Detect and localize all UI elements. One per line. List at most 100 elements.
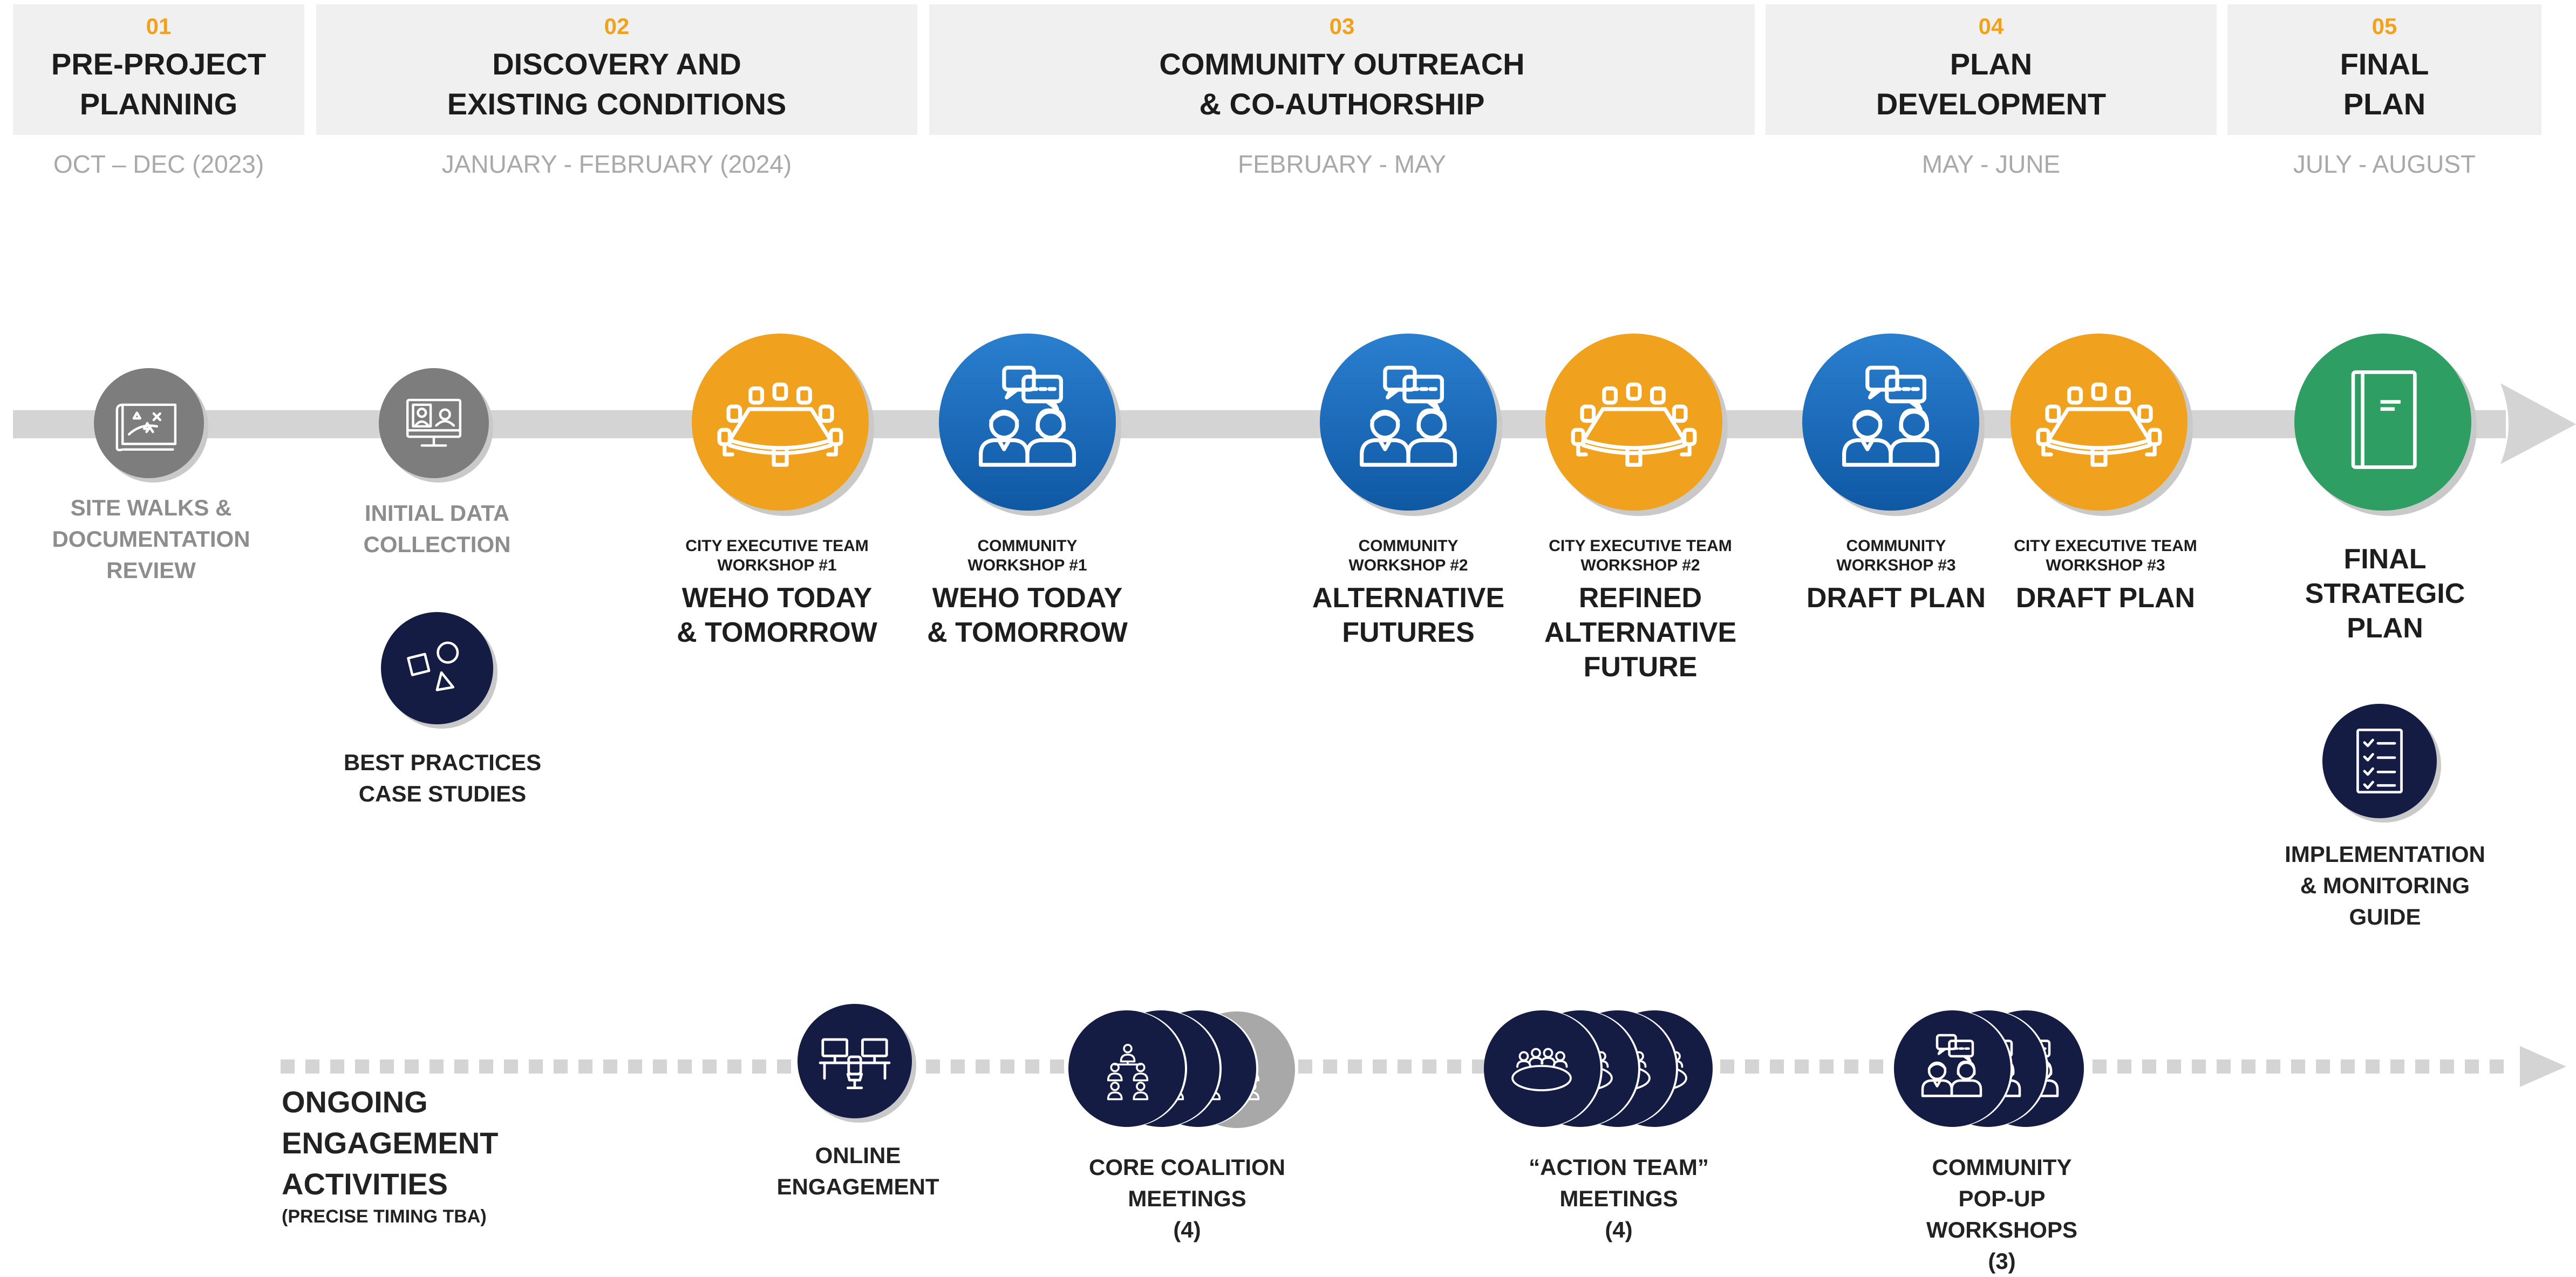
label-line: CASE STUDIES bbox=[358, 781, 527, 806]
label-line: COLLECTION bbox=[363, 532, 511, 557]
phase-header-03: 03 COMMUNITY OUTREACH & CO-AUTHORSHIP bbox=[929, 4, 1755, 135]
label-line: DOCUMENTATION bbox=[52, 526, 250, 552]
popup-workshops-label: COMMUNITY POP-UP WORKSHOPS (3) bbox=[1862, 1152, 2142, 1277]
phase-dates-03: FEBRUARY - MAY bbox=[1238, 150, 1446, 178]
phase-dates-01: OCT – DEC (2023) bbox=[53, 150, 264, 178]
meeting-table-icon bbox=[1484, 1010, 1715, 1127]
label-line: WEHO TODAY bbox=[682, 582, 873, 614]
label-line: WORKSHOP #2 bbox=[1348, 556, 1468, 574]
phase-number: 03 bbox=[1329, 13, 1355, 39]
label-line: MEETINGS bbox=[1128, 1186, 1246, 1211]
implementation-guide-label: IMPLEMENTATION & MONITORING GUIDE bbox=[2245, 839, 2525, 933]
final-plan-label: FINAL STRATEGIC PLAN bbox=[2250, 542, 2520, 646]
computers-icon bbox=[798, 1004, 916, 1123]
label-line: FUTURES bbox=[1342, 617, 1475, 648]
label-line: FUTURE bbox=[1583, 651, 1698, 683]
phase-number: 02 bbox=[604, 13, 630, 39]
label-line: POP-UP bbox=[1958, 1186, 2046, 1211]
phase-number: 01 bbox=[146, 13, 172, 39]
cw2-label: COMMUNITY WORKSHOP #2 ALTERNATIVE FUTURE… bbox=[1273, 536, 1543, 650]
cet1-label: CITY EXECUTIVE TEAM WORKSHOP #1 WEHO TOD… bbox=[642, 536, 912, 650]
label-line: INITIAL DATA bbox=[364, 500, 510, 526]
label-line: COMMUNITY bbox=[977, 537, 1078, 555]
label-line: “ACTION TEAM” bbox=[1529, 1154, 1709, 1180]
label-line: BEST PRACTICES bbox=[343, 750, 542, 775]
group-hierarchy-icon bbox=[1068, 1010, 1295, 1128]
label-line: COMMUNITY bbox=[1358, 537, 1459, 555]
label-line: & TOMORROW bbox=[677, 617, 877, 648]
phase-title-line1: COMMUNITY OUTREACH bbox=[1159, 47, 1525, 81]
phase-title-line1: PRE-PROJECT bbox=[51, 47, 267, 81]
phase-title-line2: PLAN bbox=[2343, 87, 2426, 121]
cet3-label: CITY EXECUTIVE TEAM WORKSHOP #3 DRAFT PL… bbox=[1971, 536, 2240, 615]
label-line: WORKSHOP #3 bbox=[2046, 556, 2165, 574]
label-line: WORKSHOPS bbox=[1926, 1217, 2077, 1242]
phase-title-line1: PLAN bbox=[1950, 47, 2033, 81]
label-line: WORKSHOP #1 bbox=[717, 556, 837, 574]
phase-title-line1: FINAL bbox=[2340, 47, 2429, 81]
initial-data-label: INITIAL DATA COLLECTION bbox=[302, 498, 572, 560]
map-icon bbox=[94, 368, 208, 483]
people-chat-icon bbox=[1802, 334, 1985, 516]
label-line: ENGAGEMENT bbox=[776, 1174, 939, 1199]
label-line: GUIDE bbox=[2349, 904, 2421, 929]
label-line: WEHO TODAY bbox=[932, 582, 1123, 614]
cw1-label: COMMUNITY WORKSHOP #1 WEHO TODAY & TOMOR… bbox=[892, 536, 1162, 650]
label-line: ONLINE bbox=[815, 1143, 901, 1168]
label-line: SITE WALKS & bbox=[70, 495, 232, 520]
people-chat-icon bbox=[1894, 1010, 2086, 1127]
site-walks-label: SITE WALKS & DOCUMENTATION REVIEW bbox=[16, 492, 286, 586]
label-line: MEETINGS bbox=[1559, 1186, 1678, 1211]
label-line: PLAN bbox=[2347, 613, 2423, 644]
best-practices-label: BEST PRACTICES CASE STUDIES bbox=[302, 747, 583, 810]
conference-table-icon bbox=[2011, 334, 2193, 516]
label-line: (3) bbox=[1988, 1248, 2016, 1274]
phase-header-02: 02 DISCOVERY AND EXISTING CONDITIONS bbox=[316, 4, 917, 135]
label-line: WORKSHOP #2 bbox=[1580, 556, 1700, 574]
phase-dates-05: JULY - AUGUST bbox=[2293, 150, 2476, 178]
label-line: & MONITORING bbox=[2300, 873, 2470, 898]
phase-title-line1: DISCOVERY AND bbox=[492, 47, 741, 81]
label-line: STRATEGIC bbox=[2305, 578, 2465, 609]
label-line: (4) bbox=[1605, 1217, 1633, 1242]
people-chat-icon bbox=[1320, 334, 1502, 516]
label-line: CITY EXECUTIVE TEAM bbox=[685, 537, 869, 555]
book-icon bbox=[2294, 334, 2477, 516]
engagement-dotted-arrow bbox=[281, 1046, 2566, 1087]
heading-subtitle: (PRECISE TIMING TBA) bbox=[282, 1206, 487, 1227]
phase-title-line2: DEVELOPMENT bbox=[1876, 87, 2107, 121]
label-line: WORKSHOP #3 bbox=[1836, 556, 1956, 574]
engagement-heading: ONGOING ENGAGEMENT ACTIVITIES (PRECISE T… bbox=[282, 1082, 605, 1228]
label-line: REVIEW bbox=[106, 558, 196, 583]
phase-title-line2: PLANNING bbox=[79, 87, 238, 121]
phase-title-line2: EXISTING CONDITIONS bbox=[447, 87, 787, 121]
phase-number: 05 bbox=[2371, 13, 2397, 39]
conference-table-icon bbox=[692, 334, 874, 516]
label-line: DRAFT PLAN bbox=[2015, 582, 2196, 614]
label-line: (4) bbox=[1173, 1217, 1201, 1242]
phase-header-04: 04 PLAN DEVELOPMENT bbox=[1766, 4, 2217, 135]
phase-title-line2: & CO-AUTHORSHIP bbox=[1199, 87, 1485, 121]
people-chat-icon bbox=[939, 334, 1121, 516]
label-line: CORE COALITION bbox=[1089, 1154, 1285, 1180]
heading-line: ONGOING bbox=[282, 1085, 428, 1119]
label-line: COMMUNITY bbox=[1846, 537, 1946, 555]
phase-dates-04: MAY - JUNE bbox=[1921, 150, 2061, 178]
cw3-label: COMMUNITY WORKSHOP #3 DRAFT PLAN bbox=[1761, 536, 2031, 615]
phase-number: 04 bbox=[1978, 13, 2004, 39]
phase-header-05: 05 FINAL PLAN bbox=[2227, 4, 2541, 135]
action-team-label: “ACTION TEAM” MEETINGS (4) bbox=[1478, 1152, 1759, 1246]
label-line: WORKSHOP #1 bbox=[967, 556, 1087, 574]
label-line: CITY EXECUTIVE TEAM bbox=[1549, 537, 1732, 555]
conference-table-icon bbox=[1545, 334, 1728, 516]
shapes-icon bbox=[381, 612, 498, 729]
label-line: ALTERNATIVE bbox=[1312, 582, 1505, 614]
label-line: ALTERNATIVE bbox=[1544, 617, 1737, 648]
heading-line: ENGAGEMENT bbox=[282, 1126, 499, 1160]
online-engagement-label: ONLINE ENGAGEMENT bbox=[723, 1140, 993, 1203]
label-line: & TOMORROW bbox=[927, 617, 1128, 648]
label-line: DRAFT PLAN bbox=[1806, 582, 1986, 614]
label-line: IMPLEMENTATION bbox=[2285, 841, 2485, 867]
heading-line: ACTIVITIES bbox=[282, 1167, 448, 1201]
core-coalition-label: CORE COALITION MEETINGS (4) bbox=[1047, 1152, 1327, 1246]
